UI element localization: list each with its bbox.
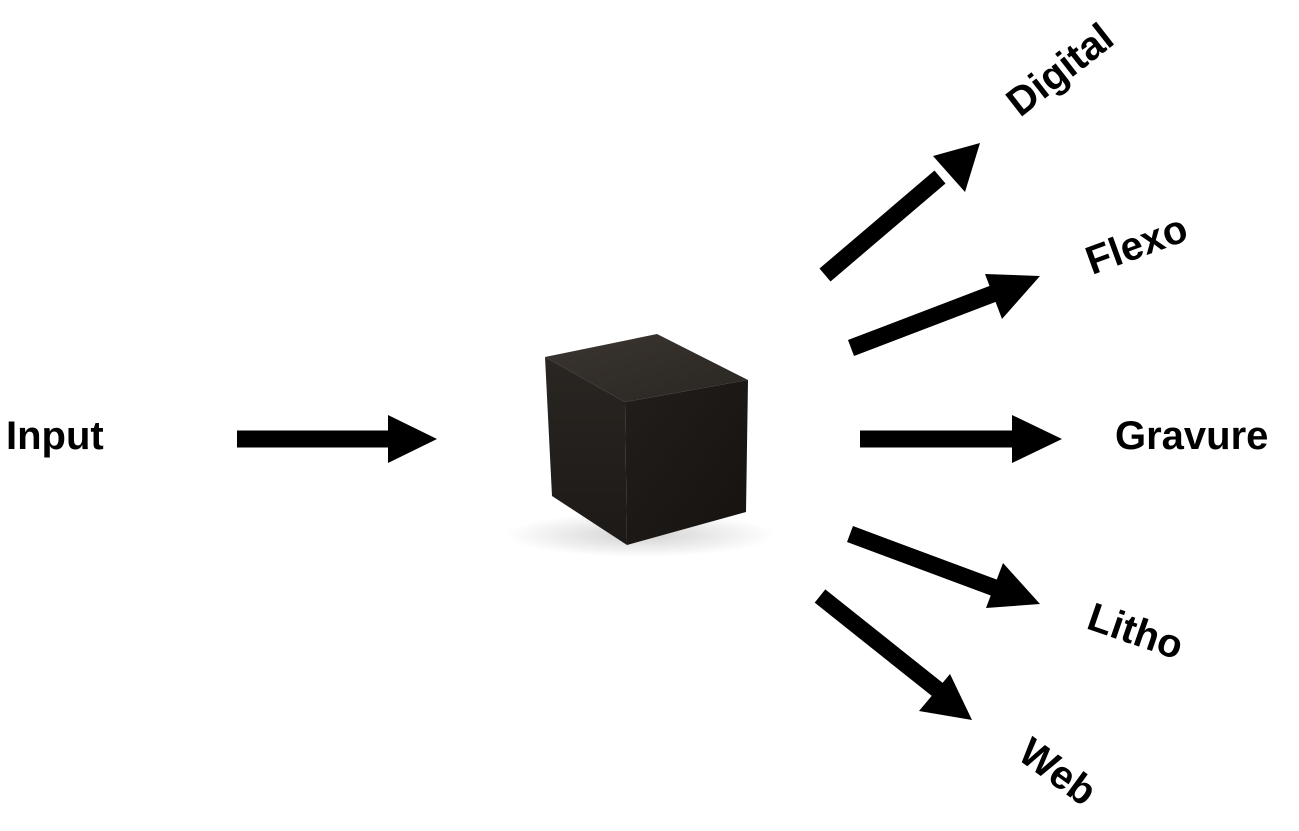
- arrow-to-web: [814, 589, 972, 720]
- output-label-web: Web: [1011, 730, 1105, 815]
- cube-side-face: [625, 380, 748, 545]
- input-arrow: [237, 415, 437, 463]
- output-label-digital: Digital: [998, 15, 1121, 125]
- output-label-litho: Litho: [1082, 595, 1189, 668]
- input-label: Input: [6, 414, 104, 458]
- arrow-to-digital: [819, 143, 980, 282]
- output-label-flexo: Flexo: [1080, 206, 1193, 283]
- cube-top-face: [545, 334, 748, 402]
- arrow-to-gravure: [860, 415, 1062, 463]
- output-label-gravure: Gravure: [1115, 414, 1268, 458]
- arrow-to-flexo: [847, 274, 1040, 356]
- black-box-cube: [505, 334, 775, 557]
- arrow-to-litho: [847, 526, 1040, 608]
- cube-front-face: [545, 357, 627, 545]
